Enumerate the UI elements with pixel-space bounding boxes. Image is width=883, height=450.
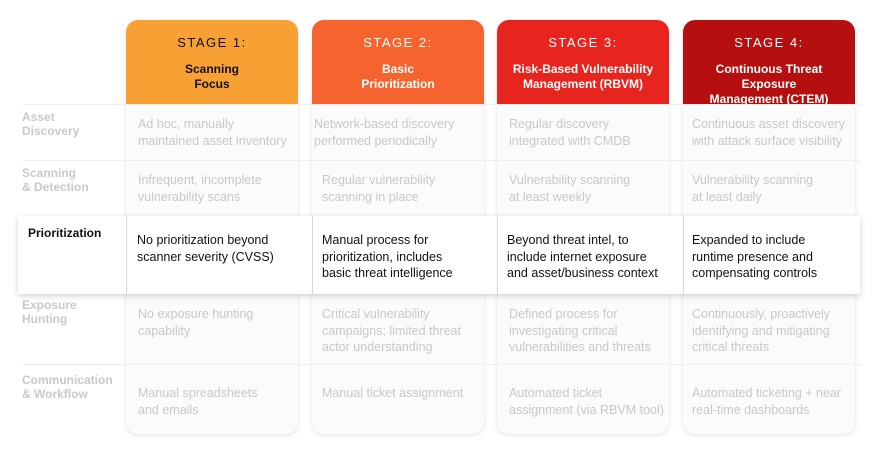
- stage-2-label: STAGE 2:: [363, 35, 433, 50]
- cell-prioritization-stage-3: Beyond threat intel, to include internet…: [507, 233, 658, 280]
- stage-1-header: STAGE 1: Scanning Focus: [126, 20, 298, 104]
- stage-2-title: Basic Prioritization: [361, 62, 435, 91]
- cell-communication-stage-2: Manual ticket assignment: [322, 386, 464, 400]
- prioritization-separator: [126, 216, 127, 294]
- cell-communication-stage-4: Automated ticketing + near real-time das…: [692, 386, 842, 417]
- stage-1-label: STAGE 1:: [177, 35, 247, 50]
- prioritization-separator: [683, 216, 684, 294]
- cell-exposure-stage-2: Critical vulnerability campaigns; limite…: [322, 307, 461, 354]
- row-label-scanning-detection: Scanning & Detection: [22, 166, 89, 194]
- row-divider: [22, 160, 860, 161]
- cell-asset-discovery-stage-3: Regular discovery integrated with CMDB: [509, 117, 631, 148]
- prioritization-separator: [497, 216, 498, 294]
- cell-communication-stage-1: Manual spreadsheets and emails: [138, 386, 258, 417]
- cell-prioritization-stage-2: Manual process for prioritization, inclu…: [322, 233, 453, 280]
- cell-asset-discovery-stage-1: Ad hoc, manually maintained asset invent…: [138, 117, 287, 148]
- cell-scanning-stage-1: Infrequent, incomplete vulnerability sca…: [138, 173, 262, 204]
- cell-exposure-stage-4: Continuously, proactively identifying an…: [692, 307, 831, 354]
- stage-3-label: STAGE 3:: [548, 35, 618, 50]
- row-label-exposure-hunting: Exposure Hunting: [22, 298, 77, 326]
- cell-prioritization-stage-4: Expanded to include runtime presence and…: [692, 233, 818, 280]
- cell-exposure-stage-3: Defined process for investigating critic…: [509, 307, 651, 354]
- stage-4-title: Continuous Threat Exposure Management (C…: [709, 62, 829, 106]
- cell-prioritization-stage-1: No prioritization beyond scanner severit…: [137, 233, 274, 264]
- cell-asset-discovery-stage-2: Network-based discovery performed period…: [314, 117, 455, 148]
- row-label-prioritization: Prioritization: [28, 226, 102, 240]
- cell-scanning-stage-3: Vulnerability scanning at least weekly: [509, 173, 631, 204]
- row-divider: [22, 104, 860, 105]
- prioritization-row-highlight: [18, 216, 860, 294]
- stage-4-header: STAGE 4: Continuous Threat Exposure Mana…: [683, 20, 855, 106]
- stage-1-title: Scanning Focus: [184, 62, 239, 91]
- cell-exposure-stage-1: No exposure hunting capability: [138, 307, 254, 338]
- stage-3-header: STAGE 3: Risk-Based Vulnerability Manage…: [497, 20, 669, 104]
- row-divider: [22, 364, 860, 365]
- cell-scanning-stage-2: Regular vulnerability scanning in place: [322, 173, 436, 204]
- stage-3-title: Risk-Based Vulnerability Management (RBV…: [512, 62, 654, 91]
- cell-scanning-stage-4: Vulnerability scanning at least daily: [692, 173, 814, 204]
- row-label-communication-workflow: Communication & Workflow: [22, 373, 113, 401]
- cell-communication-stage-3: Automated ticket assignment (via RBVM to…: [509, 386, 664, 417]
- row-label-asset-discovery: Asset Discovery: [22, 110, 80, 138]
- cell-asset-discovery-stage-4: Continuous asset discovery with attack s…: [692, 117, 845, 148]
- stage-2-header: STAGE 2: Basic Prioritization: [312, 20, 484, 104]
- stage-4-label: STAGE 4:: [734, 35, 804, 50]
- prioritization-separator: [312, 216, 313, 294]
